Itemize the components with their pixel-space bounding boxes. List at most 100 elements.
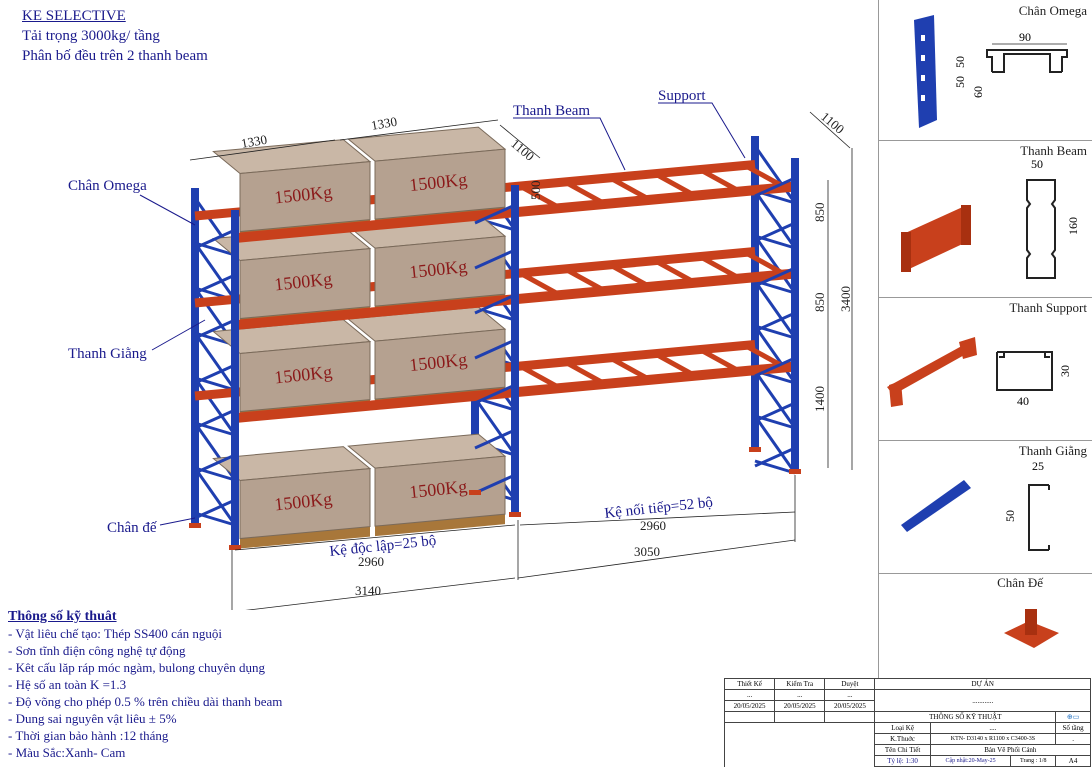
- brace: [194, 363, 236, 385]
- label-chan-de: Chân đế: [107, 520, 157, 536]
- dim-level-1: 850: [812, 203, 827, 223]
- brace: [754, 446, 796, 468]
- brace: [193, 377, 237, 436]
- base-plate: [189, 523, 201, 528]
- dimension-texts: 1330 1330 1100 1100 500 850 850 1400 340…: [240, 109, 853, 598]
- upright-rear: [751, 136, 759, 450]
- dim: 40: [1017, 394, 1029, 408]
- tb-duyet: Duyệt: [824, 678, 876, 690]
- part-thanh-giang: Thanh Giằng 25 50: [879, 440, 1092, 574]
- brace: [753, 325, 797, 384]
- tb-ten-val: Bản Vẽ Phối Cảnh: [929, 744, 1092, 756]
- tb-date: 20/05/2025: [774, 700, 826, 712]
- box-front: [239, 468, 371, 540]
- label-thanh-beam: Thanh Beam: [513, 103, 590, 119]
- part-title: Chân Đế: [997, 575, 1043, 590]
- dim-inner-2: 2960: [640, 518, 666, 533]
- dim: 50: [953, 76, 967, 88]
- tb-cap-nhat: Cập nhật:20-May-25: [929, 755, 1012, 767]
- upright-front: [231, 210, 239, 548]
- spec-item: - Màu Sắc:Xanh- Cam: [8, 745, 126, 760]
- box-front: [239, 341, 371, 413]
- brace: [474, 473, 516, 495]
- brace: [194, 228, 236, 250]
- base-plate: [789, 469, 801, 474]
- pallet: [240, 526, 370, 549]
- tb-k-thuoc: K.Thuớc: [874, 733, 931, 745]
- load-distribution: Phân bố đều trên 2 thanh beam: [22, 48, 208, 64]
- label-chan-omega: Chân Omega: [68, 178, 147, 194]
- brace: [193, 242, 237, 301]
- tb-val: ...: [723, 689, 776, 701]
- brace-profile-icon: 25 50: [901, 459, 1050, 551]
- tb-k-thuoc-val: KTN- D3140 x R1100 x C3400-3S: [929, 733, 1057, 745]
- spec-item: - Độ võng cho phép 0.5 % trên chiều dài …: [8, 694, 283, 709]
- spec-item: - Sơn tĩnh điện công nghệ tự động: [8, 643, 186, 658]
- dim: 30: [1058, 365, 1072, 377]
- dim-width-1: 1330: [240, 132, 268, 151]
- beam-profile-icon: 50 160: [901, 157, 1080, 279]
- part-title: Thanh Support: [1009, 300, 1087, 315]
- brace: [754, 266, 796, 288]
- brace: [473, 397, 517, 456]
- dim-level-2: 850: [812, 293, 827, 313]
- tb-du-an: DỰ ÁN: [874, 678, 1091, 690]
- dim: 90: [1019, 30, 1031, 44]
- spec-item: - Thời gian bảo hành :12 tháng: [8, 728, 169, 743]
- part-title: Thanh Beam: [1020, 143, 1087, 158]
- brace: [754, 176, 796, 198]
- dimension-lines: [189, 111, 853, 610]
- base-plate: [749, 447, 761, 452]
- spec-item: - Kêt cấu lăp ráp móc ngàm, bulong chuyê…: [8, 660, 266, 675]
- dim: 50: [953, 56, 967, 68]
- dim-total-2: 3050: [634, 544, 660, 559]
- dim-top: 500: [528, 181, 543, 201]
- brace: [753, 190, 797, 249]
- tb-trang-val: 1/8: [1038, 758, 1047, 764]
- brace: [194, 453, 236, 475]
- dim-total-height: 3400: [838, 286, 853, 312]
- part-chan-de: Chân Đế: [879, 573, 1092, 678]
- dim: 160: [1066, 217, 1080, 235]
- brace: [474, 428, 516, 450]
- brace: [194, 408, 236, 430]
- brace: [754, 311, 796, 333]
- dim-depth-1: 1100: [508, 136, 537, 164]
- projection-icon: ⊕▭: [1055, 711, 1091, 723]
- part-thanh-support: Thanh Support 40 30: [879, 297, 1092, 441]
- part-thanh-beam: Thanh Beam 50 160: [879, 140, 1092, 298]
- specs-heading: Thông số kỹ thuât: [8, 609, 117, 624]
- dim-inner-1: 2960: [358, 554, 384, 569]
- box-front: [374, 328, 506, 400]
- brace: [753, 370, 797, 429]
- box-front: [374, 455, 506, 527]
- base-plate: [509, 512, 521, 517]
- base-plate: [469, 490, 481, 495]
- parts-panel: Chân Omega 90 60 50 50 Thanh Beam 50 160…: [878, 0, 1092, 678]
- base-plate-icon: [1004, 609, 1059, 648]
- brace: [194, 273, 236, 295]
- brace: [753, 235, 797, 294]
- tb-kiem-tra: Kiểm Tra: [774, 678, 826, 690]
- brace: [754, 356, 796, 378]
- dim-level-3: 1400: [812, 386, 827, 412]
- brace: [474, 383, 516, 405]
- pallet: [375, 514, 505, 537]
- tb-thong-so: THÔNG SỐ KỸ THUẬT: [874, 711, 1057, 723]
- box-front: [374, 148, 506, 220]
- tb-ty-le-val: 1:30: [905, 757, 918, 765]
- tb-val: ...: [774, 689, 826, 701]
- tb-date: 20/05/2025: [824, 700, 876, 712]
- brace: [754, 221, 796, 243]
- omega-profile-icon: 90 60 50 50: [914, 15, 1068, 128]
- box-front: [374, 235, 506, 307]
- spec-item: - Hệ số an toàn K =1.3: [8, 677, 127, 692]
- brace: [194, 318, 236, 340]
- tb-kho: A4: [1055, 755, 1091, 767]
- tb-val: ...: [824, 689, 876, 701]
- tb-ty-le: Tỷ lệ:: [887, 757, 904, 765]
- tb-so-tang-val: .: [1055, 733, 1091, 745]
- dim-total-1: 3140: [355, 583, 381, 598]
